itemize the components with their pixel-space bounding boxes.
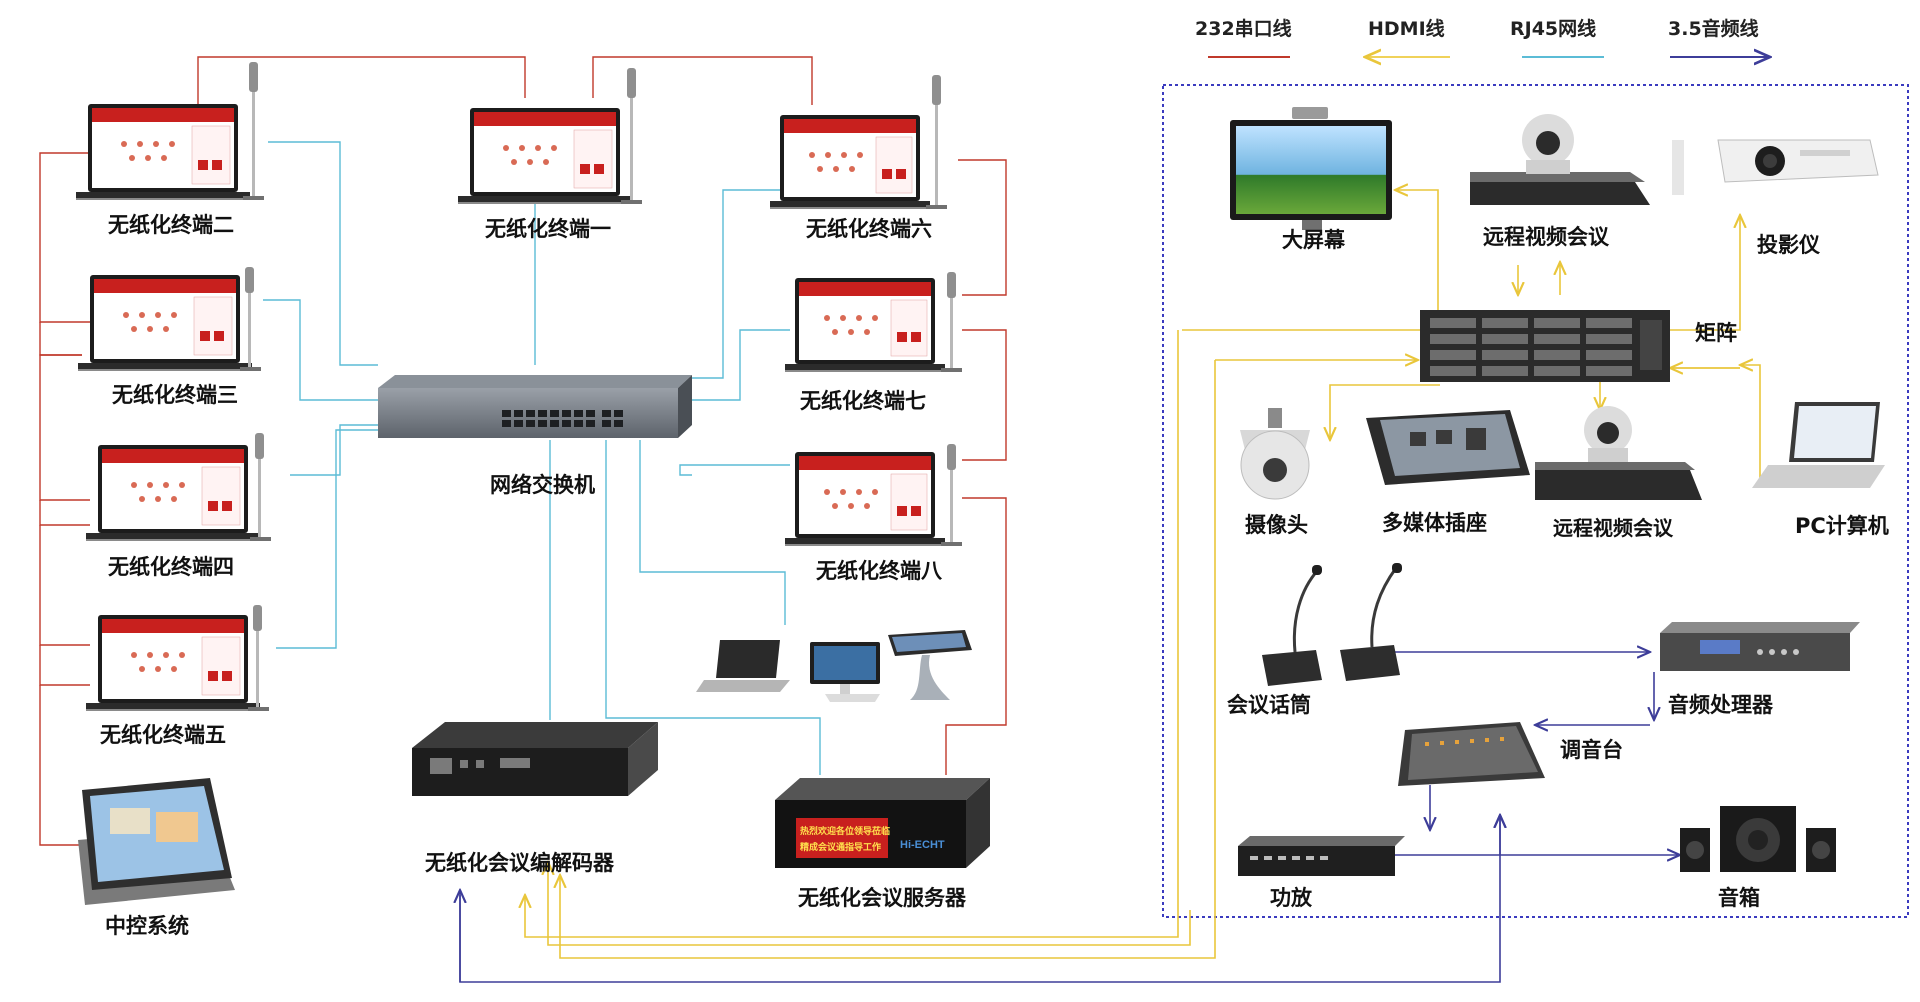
legend-item-hdmi: HDMI线 [1365,17,1450,57]
meeting-server[interactable]: 热烈欢迎各位领导莅临 精成会议通指导工作 Hi-ECHT [775,778,990,868]
video-conf-mid-label: 远程视频会议 [1553,516,1674,540]
codec-device[interactable] [412,722,658,796]
video-conf-mid-device[interactable] [1535,406,1702,500]
multimedia-socket-device[interactable] [1366,410,1530,485]
terminal-7-label: 无纸化终端七 [800,389,926,413]
terminal-3-label: 无纸化终端三 [112,383,238,407]
speaker-device[interactable] [1680,806,1836,872]
terminal-1[interactable] [458,68,642,204]
audio-processor-device[interactable] [1660,622,1860,671]
rs232-lines [39,56,1007,846]
legend-item-audio: 3.5音频线 [1668,17,1770,57]
amplifier-label: 功放 [1270,886,1313,910]
network-switch[interactable] [378,375,692,438]
matrix-device[interactable] [1420,310,1670,382]
terminal-4-label: 无纸化终端四 [108,555,234,579]
legend-hdmi-label: HDMI线 [1368,17,1445,40]
audio-av-lines [1370,652,1680,855]
bottom-cables [460,330,1500,983]
amplifier-device[interactable] [1238,836,1405,876]
legend-item-rj45: RJ45网线 [1510,17,1604,58]
terminal-5[interactable] [86,605,269,711]
mixer-label: 调音台 [1560,738,1623,762]
av-system-boundary [1162,84,1909,918]
legend-rj45-label: RJ45网线 [1510,17,1596,40]
legend-audio-label: 3.5音频线 [1668,17,1759,40]
legend-item-rs232: 232串口线 [1195,17,1292,58]
switch-label: 网络交换机 [490,473,595,497]
conference-mic-device[interactable] [1262,563,1402,686]
pc-label: PC计算机 [1795,514,1889,538]
rj45-lines [263,141,821,775]
legend: 232串口线 HDMI线 RJ45网线 3.5音频线 [1195,17,1770,57]
terminal-7[interactable] [785,272,962,372]
video-conf-top-device[interactable] [1470,114,1650,205]
mic-label: 会议话筒 [1227,693,1311,717]
legend-rs232-label: 232串口线 [1195,17,1292,40]
hdmi-av-lines [1182,190,1761,480]
camera-device[interactable] [1240,408,1310,500]
server-brand: Hi-ECHT [900,839,945,851]
client-devices [696,630,972,702]
terminal-2-label: 无纸化终端二 [108,213,234,237]
terminal-6[interactable] [770,75,947,209]
matrix-label: 矩阵 [1695,321,1737,345]
kiosk-icon [888,630,972,700]
projector-device[interactable] [1672,139,1879,195]
laptop-icon [696,640,790,692]
pc-laptop-device[interactable] [1752,402,1885,488]
desktop-monitor-icon [810,642,880,702]
codec-label: 无纸化会议编解码器 [425,851,615,875]
terminal-5-label: 无纸化终端五 [100,723,226,747]
multimedia-socket-label: 多媒体插座 [1382,511,1487,535]
server-label: 无纸化会议服务器 [798,886,967,910]
audio-processor-label: 音频处理器 [1668,693,1774,717]
big-screen-device[interactable] [1230,107,1392,230]
projector-label: 投影仪 [1757,233,1821,257]
speaker-label: 音箱 [1718,886,1760,910]
server-screen-line1: 热烈欢迎各位领导莅临 [800,825,890,837]
big-screen-label: 大屏幕 [1282,228,1346,252]
mixer-device[interactable] [1398,722,1545,786]
terminal-1-label: 无纸化终端一 [485,217,611,241]
terminal-8-label: 无纸化终端八 [816,559,943,583]
terminal-4[interactable] [86,433,271,541]
terminal-6-label: 无纸化终端六 [806,217,932,241]
camera-label: 摄像头 [1245,513,1308,537]
control-system-label: 中控系统 [105,914,189,938]
central-control-tablet[interactable] [78,778,235,905]
terminal-8[interactable] [785,444,962,546]
video-conf-top-label: 远程视频会议 [1483,225,1610,249]
terminal-2[interactable] [76,62,264,200]
terminal-3[interactable] [78,267,261,371]
server-screen-line2: 精成会议通指导工作 [800,841,881,853]
